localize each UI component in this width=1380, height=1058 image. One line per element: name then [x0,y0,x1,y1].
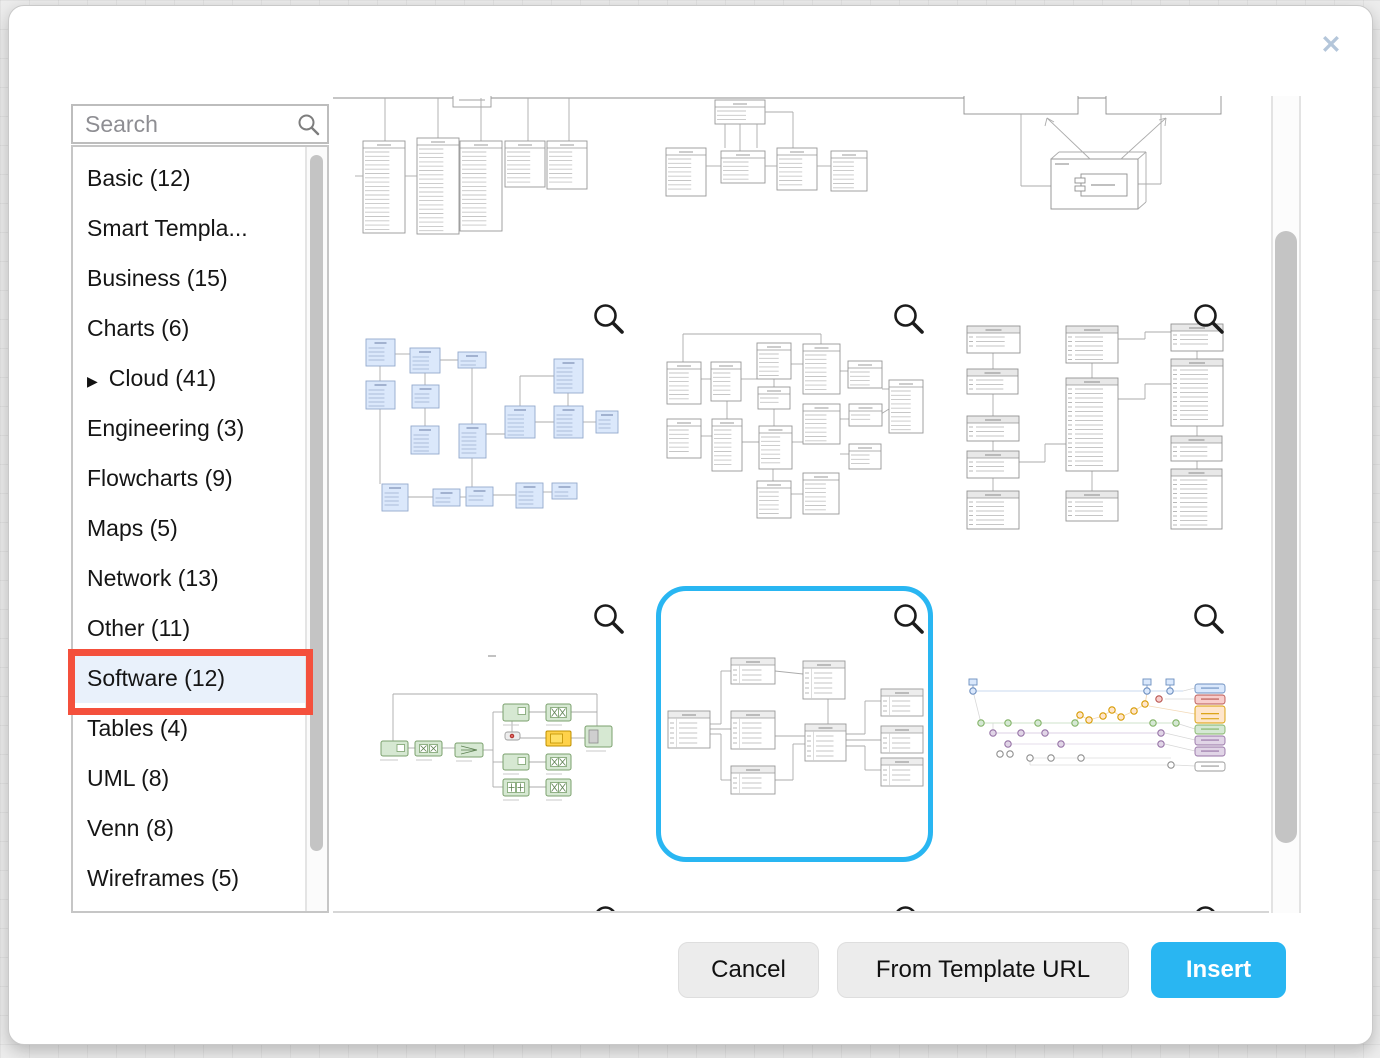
sidebar-item-smart-templates[interactable]: Smart Templa... [87,215,248,241]
search-input[interactable] [73,106,300,142]
sidebar-item-wireframes[interactable]: Wireframes (5) [87,865,240,891]
template-cell-db-table-columns[interactable] [933,294,1233,584]
sidebar-item-basic[interactable]: Basic (12) [87,165,191,191]
zoom-preview-icon[interactable] [892,302,926,336]
template-preview-drawing [365,338,619,512]
template-cell-er-tables-selected[interactable] [633,586,933,884]
close-icon[interactable]: ✕ [1320,31,1342,59]
template-preview-drawing [666,333,924,519]
zoom-preview-icon[interactable] [592,302,626,336]
search-box [71,104,329,144]
template-preview-drawing [667,657,924,795]
insert-button[interactable]: Insert [1151,942,1286,998]
sidebar-item-business[interactable]: Business (15) [87,265,228,291]
sidebar-item-network[interactable]: Network (13) [87,565,219,591]
zoom-preview-icon[interactable] [1192,302,1226,336]
template-cell-gitflow-colored[interactable] [933,594,1233,884]
grid-scrollbar[interactable] [1271,96,1301,913]
zoom-preview-icon[interactable] [1192,602,1226,636]
sidebar-item-charts[interactable]: Charts (6) [87,315,190,341]
sidebar-item-flowcharts[interactable]: Flowcharts (9) [87,465,233,491]
sidebar-item-cloud[interactable]: ▶Cloud (41) [87,365,217,391]
sidebar-item-tables[interactable]: Tables (4) [87,715,188,741]
sidebar-scrollbar-thumb[interactable] [310,155,323,851]
sidebar-item-engineering[interactable]: Engineering (3) [87,415,245,441]
template-cell-row1-cut[interactable] [333,96,1233,236]
zoom-preview-icon[interactable] [592,904,626,911]
sidebar-item-maps[interactable]: Maps (5) [87,515,178,541]
zoom-preview-icon[interactable] [892,904,926,911]
grid-scrollbar-thumb[interactable] [1275,231,1297,843]
sidebar-item-uml[interactable]: UML (8) [87,765,170,791]
template-cell-er-diagram-blue[interactable] [333,294,633,584]
search-icon [298,114,320,136]
template-preview-drawing [968,678,1226,772]
sidebar-item-software[interactable]: Software (12) [73,653,305,703]
template-picker-dialog: ✕ Basic (12) Smart Templa... Business (1… [8,5,1373,1045]
from-template-url-button[interactable]: From Template URL [837,942,1129,998]
category-list: Basic (12) Smart Templa... Business (15)… [71,145,329,913]
template-cell-bpmn-green-flow[interactable] [333,594,633,884]
template-grid [333,96,1269,913]
template-cell-er-diagram-gray[interactable] [633,294,933,584]
zoom-preview-icon[interactable] [892,602,926,636]
sidebar-item-other[interactable]: Other (11) [87,615,191,641]
zoom-preview-icon[interactable] [592,602,626,636]
sidebar-scrollbar[interactable] [305,147,327,911]
expand-arrow-icon: ▶ [87,373,98,389]
template-preview-drawing [380,655,613,801]
template-preview-drawing [966,323,1224,530]
sidebar-item-venn[interactable]: Venn (8) [87,815,174,841]
cancel-button[interactable]: Cancel [678,942,819,998]
zoom-preview-icon[interactable] [1192,904,1226,911]
